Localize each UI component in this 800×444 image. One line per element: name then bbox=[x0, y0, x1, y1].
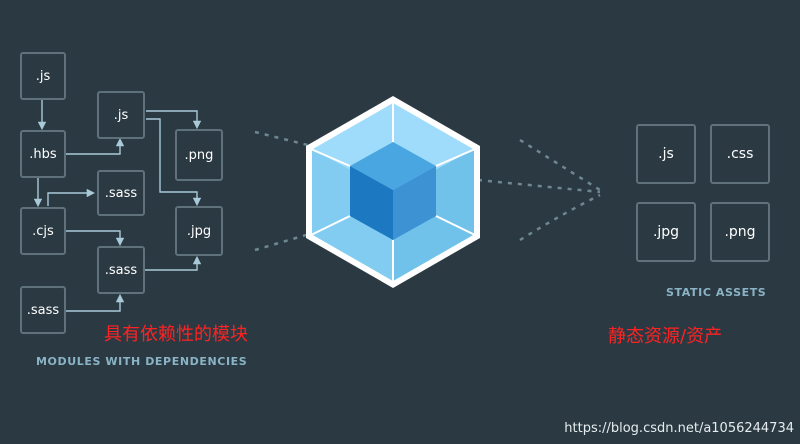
connector-cjs-sass bbox=[47, 188, 96, 206]
connector-hbs-js bbox=[66, 137, 125, 155]
connector-sass-jpg bbox=[145, 255, 202, 271]
flow-line-out-bottom bbox=[519, 193, 601, 242]
module-box-jpg: .jpg bbox=[175, 206, 223, 256]
module-box-cjs: .cjs bbox=[20, 207, 66, 255]
modules-annotation: 具有依赖性的模块 bbox=[104, 324, 248, 345]
asset-box-css: .css bbox=[710, 124, 770, 184]
connector-js-png bbox=[146, 110, 202, 130]
flow-line-out-top bbox=[519, 138, 601, 192]
module-box-hbs: .hbs bbox=[20, 130, 66, 178]
webpack-cube-icon bbox=[306, 96, 480, 288]
source-watermark: https://blog.csdn.net/a1056244734 bbox=[564, 421, 794, 436]
module-box-sass-low: .sass bbox=[97, 246, 145, 294]
module-box-sass-mid: .sass bbox=[97, 170, 145, 216]
modules-caption: MODULES WITH DEPENDENCIES bbox=[36, 355, 248, 368]
module-box-png: .png bbox=[175, 129, 223, 181]
flow-line-in-bottom bbox=[254, 226, 331, 252]
flow-line-out-middle bbox=[477, 178, 601, 194]
connector-js-jpg bbox=[146, 118, 202, 207]
cube-core-left bbox=[350, 166, 393, 240]
asset-box-png: .png bbox=[710, 202, 770, 262]
cube-core-right bbox=[393, 166, 436, 240]
assets-caption: STATIC ASSETS bbox=[666, 286, 767, 299]
connector-cjs-sass-2 bbox=[66, 230, 125, 247]
module-box-js-2: .js bbox=[97, 91, 145, 139]
asset-box-jpg: .jpg bbox=[636, 202, 696, 262]
connector-sass-sass bbox=[66, 293, 125, 312]
assets-annotation: 静态资源/资产 bbox=[608, 326, 723, 347]
asset-box-js: .js bbox=[636, 124, 696, 184]
dependency-connectors bbox=[33, 100, 202, 312]
module-box-js: .js bbox=[20, 52, 66, 100]
module-box-sass-bottom: .sass bbox=[20, 286, 66, 334]
